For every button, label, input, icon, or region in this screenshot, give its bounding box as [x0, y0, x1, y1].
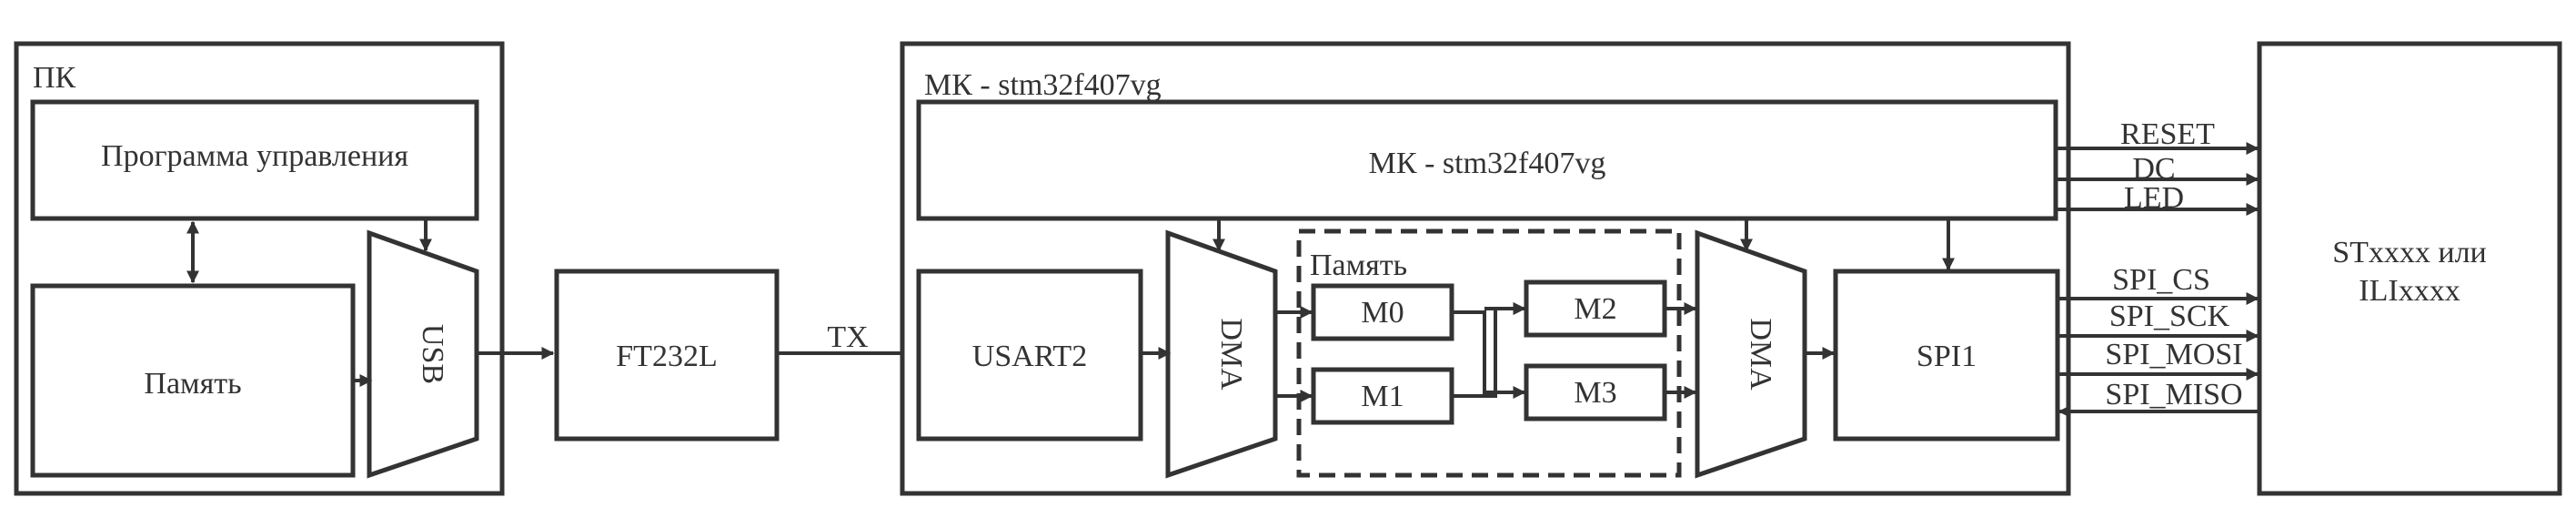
program-label: Программа управления	[101, 139, 408, 173]
m0-label: M0	[1361, 296, 1404, 330]
tx-label: TX	[827, 320, 868, 354]
dma-in-trapezoid	[1165, 229, 1278, 479]
m2-label: M2	[1574, 292, 1616, 326]
pc-memory-label: Память	[144, 367, 241, 401]
reset-label: RESET	[2120, 117, 2215, 151]
m3-label: M3	[1574, 376, 1616, 410]
pc-label: ПК	[33, 61, 76, 95]
mcu-block: МК - stm32f407vg МК - stm32f407vg USART2…	[900, 41, 2071, 496]
usb-trapezoid	[367, 229, 479, 479]
dma-out-label: DMA	[1744, 318, 1777, 391]
pc-memory-box	[30, 283, 356, 478]
spi-cs-label: SPI_CS	[2112, 263, 2210, 297]
mcu-outer-label: МК - stm32f407vg	[924, 68, 1162, 102]
dc-label: DC	[2132, 152, 2175, 186]
display-label-line2: ILIxxxx	[2359, 274, 2460, 308]
spi1-label: SPI1	[1917, 340, 1977, 373]
spi-mosi-label: SPI_MOSI	[2105, 338, 2242, 371]
memory-group-frame	[1296, 228, 1682, 478]
led-label: LED	[2124, 181, 2184, 215]
spi-miso-label: SPI_MISO	[2105, 378, 2242, 411]
usart2-box	[916, 269, 1143, 442]
memory-group-label: Память	[1310, 249, 1407, 282]
display-label-line1: STxxxx или	[2332, 236, 2487, 269]
pc-block: ПК Программа управления Память USB	[14, 41, 505, 496]
mcu-core-box	[916, 99, 2058, 221]
program-box	[30, 99, 479, 221]
dma-in-label: DMA	[1214, 318, 1248, 391]
spi-sck-label: SPI_SCK	[2109, 300, 2230, 333]
mcu-core-label: МК - stm32f407vg	[1369, 147, 1606, 180]
display-box	[2257, 41, 2562, 496]
m0-m3-arrow	[1452, 310, 1526, 399]
usb-label: USB	[416, 324, 449, 384]
ft232-label: FT232L	[616, 340, 717, 373]
dma-out-trapezoid	[1695, 229, 1807, 479]
m3-box	[1524, 363, 1667, 421]
m1-label: M1	[1361, 380, 1404, 413]
m1-box	[1311, 367, 1454, 425]
usart2-label: USART2	[972, 340, 1087, 373]
spi1-box	[1833, 269, 2060, 442]
